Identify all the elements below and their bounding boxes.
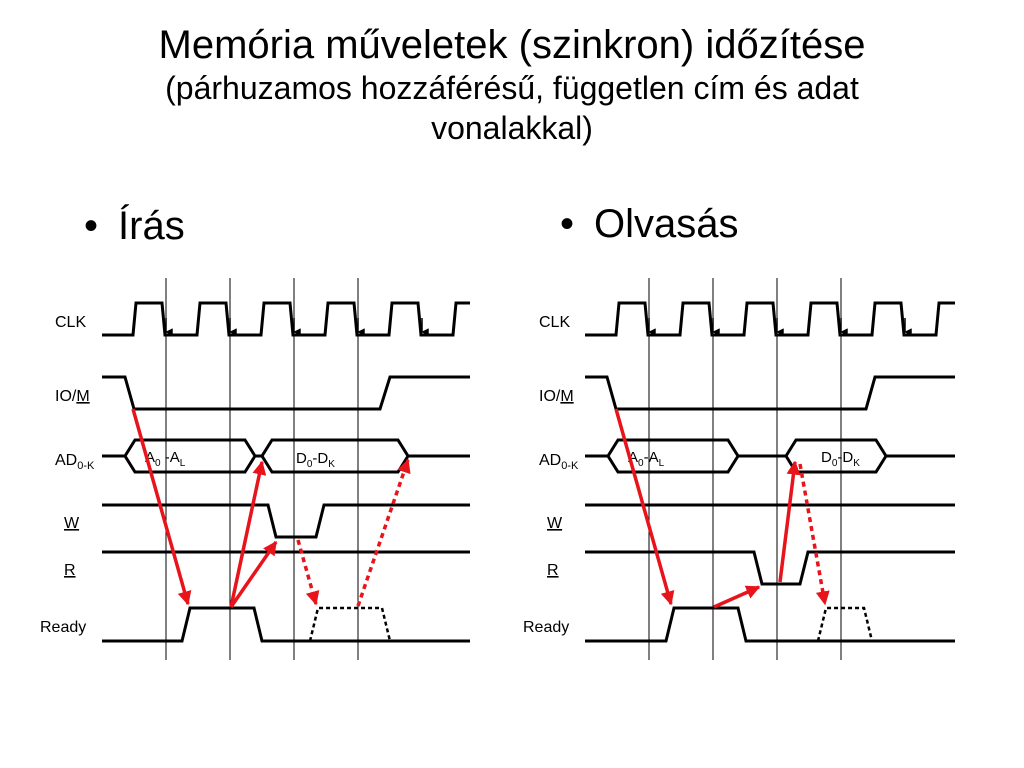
read-timing-diagram: CLK IO/M AD0-K W R Ready A0-AL D0-DK [523,278,955,660]
read-bus-address-label: A0-AL [628,449,665,469]
write-bus-address-label: A0 -AL [145,449,186,469]
bullet-write: • Írás [84,204,185,249]
label-w: W [64,515,80,532]
read-arrow-r-to-data [778,460,801,583]
read-arrow-io-to-ready [614,408,675,606]
label-clk: CLK [539,314,570,331]
write-arrow-ready-to-data [229,460,267,608]
ready-dotted-pulse [308,606,392,642]
write-timing-diagram: CLK IO/M AD0-K W R Ready A0 -AL D0-DK [40,278,470,660]
w-waveform [102,503,470,539]
clk-waveform [585,301,955,337]
label-r: R [64,562,76,579]
write-arrow-io-to-ready [131,408,192,606]
read-arrow-ready-to-r [713,585,761,609]
read-arrow-data-to-ready [798,463,830,606]
write-arrow-w-to-ready [296,539,320,606]
label-io-m: IO/M [55,388,90,405]
clk-waveform [102,301,470,337]
title-sub-line1: (párhuzamos hozzáférésű, független cím é… [165,70,859,106]
bullet-write-label: Írás [118,204,185,248]
ready-dotted-pulse [816,606,874,642]
label-r: R [547,562,559,579]
write-bus-data-label: D0-DK [296,450,335,470]
write-guide-lines [165,278,359,660]
label-ready: Ready [40,619,86,636]
label-ad: AD0-K [55,452,95,472]
label-ready: Ready [523,619,569,636]
io-m-waveform [102,375,470,411]
ad-data-phase [260,438,410,474]
read-guide-lines [648,278,842,660]
bullet-read: • Olvasás [560,202,739,247]
slide-title: Memória műveletek (szinkron) időzítése (… [0,22,1024,148]
label-io-m: IO/M [539,388,574,405]
write-clk-edge-markers [165,318,429,336]
write-arrow-ready-to-data-end [356,458,411,607]
title-sub-line2: vonalakkal) [431,110,593,146]
ready-waveform [102,606,470,643]
read-bus-data-label: D0-DK [821,449,860,469]
ready-waveform [585,606,955,643]
label-clk: CLK [55,314,86,331]
read-clk-edge-markers [648,318,912,336]
write-arrow-ready-to-w [229,540,278,608]
bullet-dot: • [560,202,575,246]
title-main: Memória műveletek (szinkron) időzítése [158,23,866,67]
bullet-read-label: Olvasás [594,202,739,246]
label-w: W [547,515,563,532]
io-m-waveform [585,375,955,411]
r-waveform [585,550,955,586]
bullet-dot: • [84,204,99,248]
label-ad: AD0-K [539,452,579,472]
